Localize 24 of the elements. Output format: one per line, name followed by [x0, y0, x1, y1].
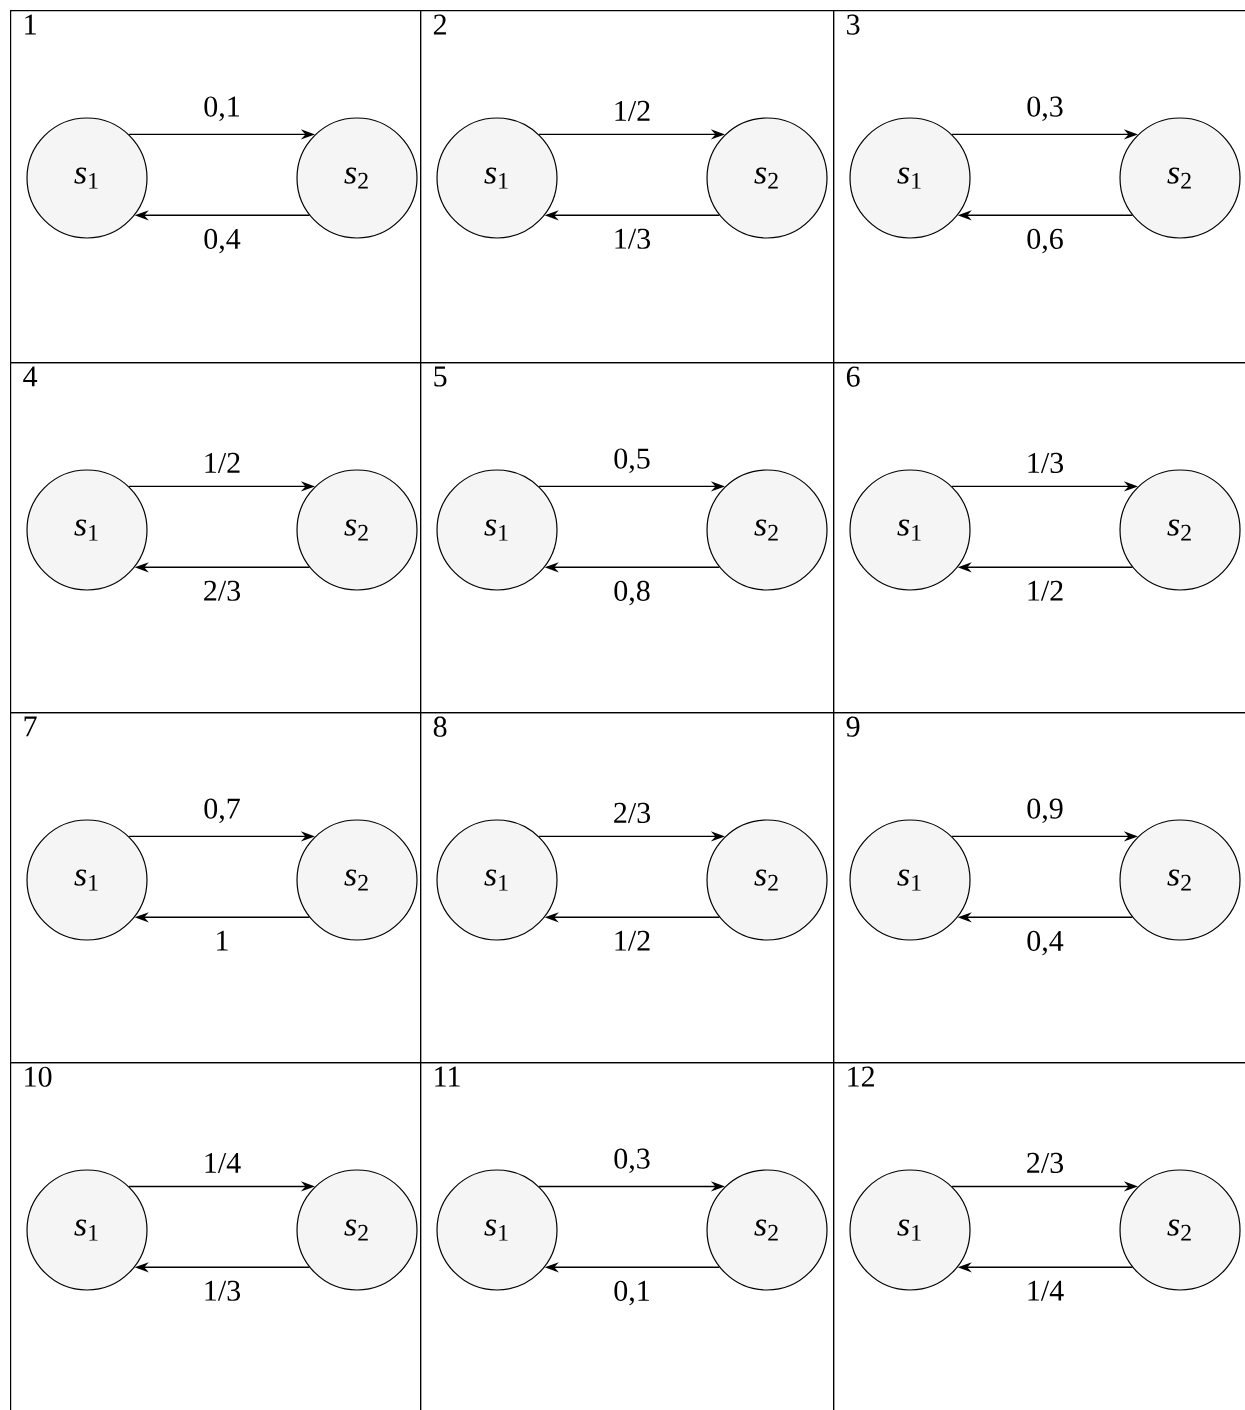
edge-label: 1/3: [1028, 452, 1064, 473]
edge-label: 1/4: [1028, 1280, 1064, 1301]
edge-label: 1/4: [205, 1152, 241, 1173]
edge-label: 0,8: [614, 580, 650, 606]
edge-label: 1/2: [615, 930, 650, 951]
edge-label: 0,4: [204, 228, 241, 254]
edge-label: 1: [217, 930, 228, 951]
edge-label: 0,5: [614, 448, 650, 474]
edge-label: 0,7: [204, 798, 240, 824]
edge-label: 1/2: [1028, 580, 1063, 601]
edge-label: 1/3: [205, 1280, 240, 1301]
edge-label: 2/3: [614, 802, 650, 823]
edge-label: 0,1: [614, 1280, 649, 1306]
edge-label: 0,3: [1027, 96, 1063, 122]
edge-label: 1/3: [615, 228, 650, 249]
edge-label: 2/3: [1027, 1152, 1064, 1173]
edge-label: 1/2: [205, 452, 240, 473]
edge-label: 0,1: [204, 96, 239, 122]
edge-label: 2/3: [204, 580, 240, 601]
edge-label: 1/2: [615, 100, 650, 121]
edge-label: 0,4: [1027, 930, 1064, 956]
edge-label: 0,9: [1027, 798, 1063, 824]
edge-label: 0,3: [614, 1148, 650, 1174]
edge-label: 0,6: [1027, 228, 1063, 254]
